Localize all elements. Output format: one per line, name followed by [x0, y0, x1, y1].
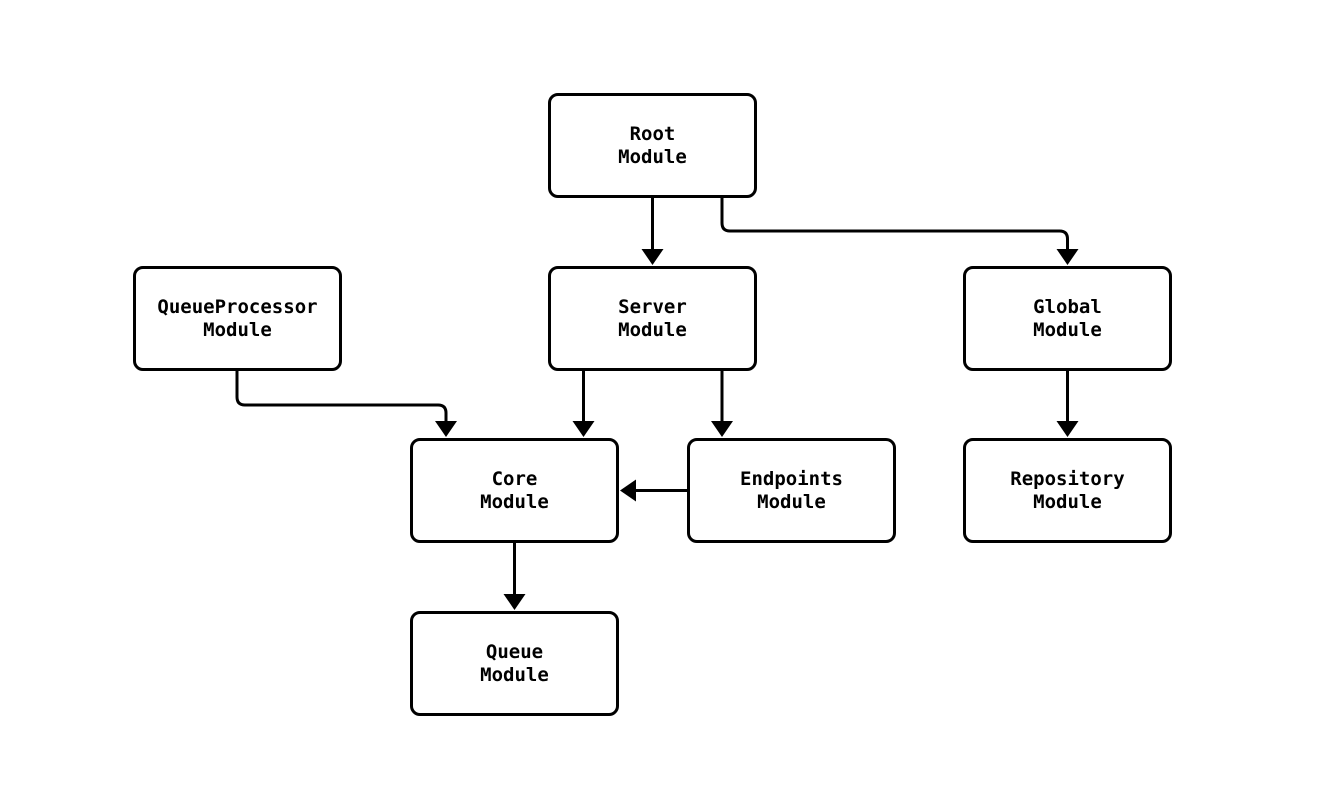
- node-label: Module: [1033, 490, 1102, 513]
- node-queue-module: Queue Module: [410, 611, 619, 716]
- node-label: Module: [618, 318, 687, 341]
- node-label: Server: [618, 295, 687, 318]
- node-label: Module: [203, 318, 272, 341]
- node-label: Repository: [1010, 467, 1125, 490]
- node-label: Module: [480, 490, 549, 513]
- node-label: Module: [480, 663, 549, 686]
- node-repository-module: Repository Module: [963, 438, 1172, 543]
- node-label: Queue: [485, 640, 544, 663]
- node-endpoints-module: Endpoints Module: [687, 438, 896, 543]
- node-queueprocessor-module: QueueProcessor Module: [133, 266, 342, 371]
- node-label: Core: [491, 467, 538, 490]
- node-label: Global: [1033, 295, 1102, 318]
- node-root-module: Root Module: [548, 93, 757, 198]
- node-core-module: Core Module: [410, 438, 619, 543]
- node-label: Root: [629, 122, 676, 145]
- node-label: Endpoints: [740, 467, 843, 490]
- node-label: QueueProcessor: [157, 295, 318, 318]
- node-global-module: Global Module: [963, 266, 1172, 371]
- edge-root-to-global: [720, 198, 1079, 265]
- node-label: Module: [618, 145, 687, 168]
- edge-queueprocessor-to-core: [235, 371, 457, 437]
- node-label: Module: [757, 490, 826, 513]
- node-server-module: Server Module: [548, 266, 757, 371]
- node-label: Module: [1033, 318, 1102, 341]
